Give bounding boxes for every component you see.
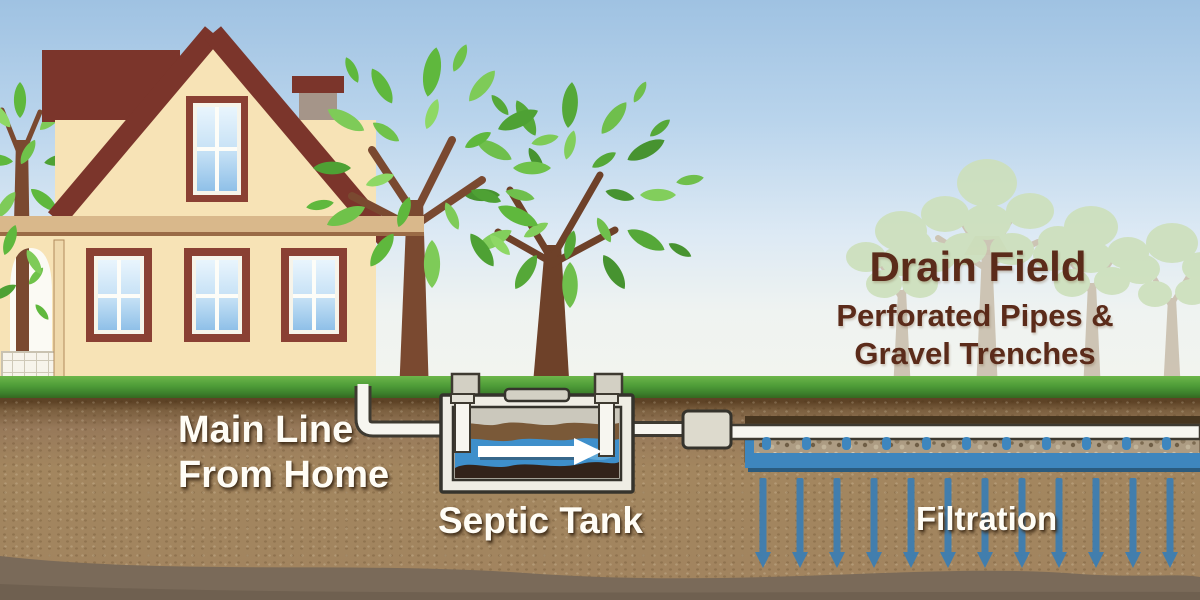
main-line-label-line1: Main Line — [178, 409, 354, 451]
sludge-layer — [455, 462, 619, 478]
outlet-baffle — [594, 393, 619, 457]
faded-tree-leaves — [1120, 223, 1200, 307]
faded-tree-leaves — [846, 211, 956, 298]
main-line-label-line2: From Home — [178, 454, 390, 496]
filtration-label: Filtration — [916, 500, 1058, 537]
tree — [305, 42, 560, 395]
underground-system — [0, 372, 1200, 600]
distribution-box — [681, 409, 733, 450]
tree-leaves — [464, 79, 705, 308]
house-roof — [47, 26, 397, 247]
window — [281, 248, 347, 342]
drain-field-title: Drain Field — [869, 243, 1087, 290]
drain-field-subtitle-line1: Perforated Pipes & — [836, 298, 1114, 333]
eave-trim — [0, 216, 400, 236]
deep-soil-layer-2 — [0, 584, 1200, 600]
main-line-label: Main Line From Home — [178, 408, 389, 498]
drain-field-subtitle: Perforated Pipes & Gravel Trenches — [795, 297, 1155, 373]
window — [184, 248, 250, 342]
pipe-perforations — [762, 437, 1171, 450]
trench-effluent-layer — [748, 453, 1200, 471]
house — [0, 26, 400, 396]
window — [86, 248, 152, 342]
septic-tank — [439, 372, 635, 494]
septic-tank-label: Septic Tank — [438, 500, 643, 541]
main-line-pipe — [354, 384, 462, 438]
tree-leaves — [305, 42, 560, 288]
porch-arch — [10, 248, 52, 352]
background-trees — [846, 159, 1200, 392]
gable-window — [186, 96, 248, 202]
drain-field-subtitle-line2: Gravel Trenches — [854, 336, 1096, 371]
trees — [305, 42, 705, 395]
tank-lid — [503, 387, 571, 403]
flow-arrow — [478, 438, 602, 465]
faded-tree-leaves — [1033, 206, 1149, 297]
inlet-baffle — [450, 393, 475, 453]
deep-soil-layer — [0, 556, 1200, 600]
